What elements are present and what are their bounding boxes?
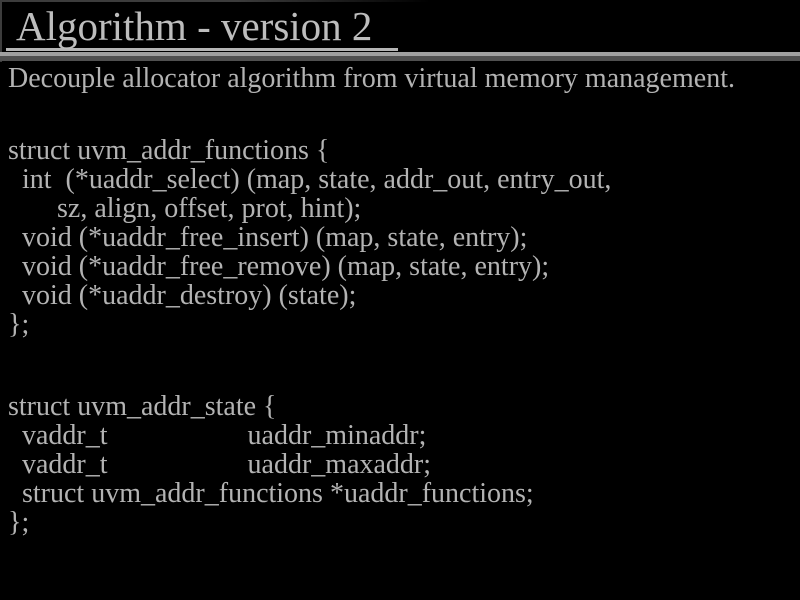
slide-body: Decouple allocator algorithm from virtua… — [8, 63, 800, 538]
slide-subtitle: Decouple allocator algorithm from virtua… — [8, 63, 735, 94]
title-separator — [0, 52, 800, 61]
left-edge-border — [0, 0, 2, 62]
code-block-uvm-addr-functions: struct uvm_addr_functions { int (*uaddr_… — [8, 135, 612, 340]
code-block-uvm-addr-state: struct uvm_addr_state { vaddr_t uaddr_mi… — [8, 391, 534, 538]
separator-dark-line — [0, 56, 800, 61]
separator-light-line — [0, 52, 800, 56]
slide-title: Algorithm - version 2 — [6, 6, 399, 51]
top-edge-border — [0, 0, 430, 2]
